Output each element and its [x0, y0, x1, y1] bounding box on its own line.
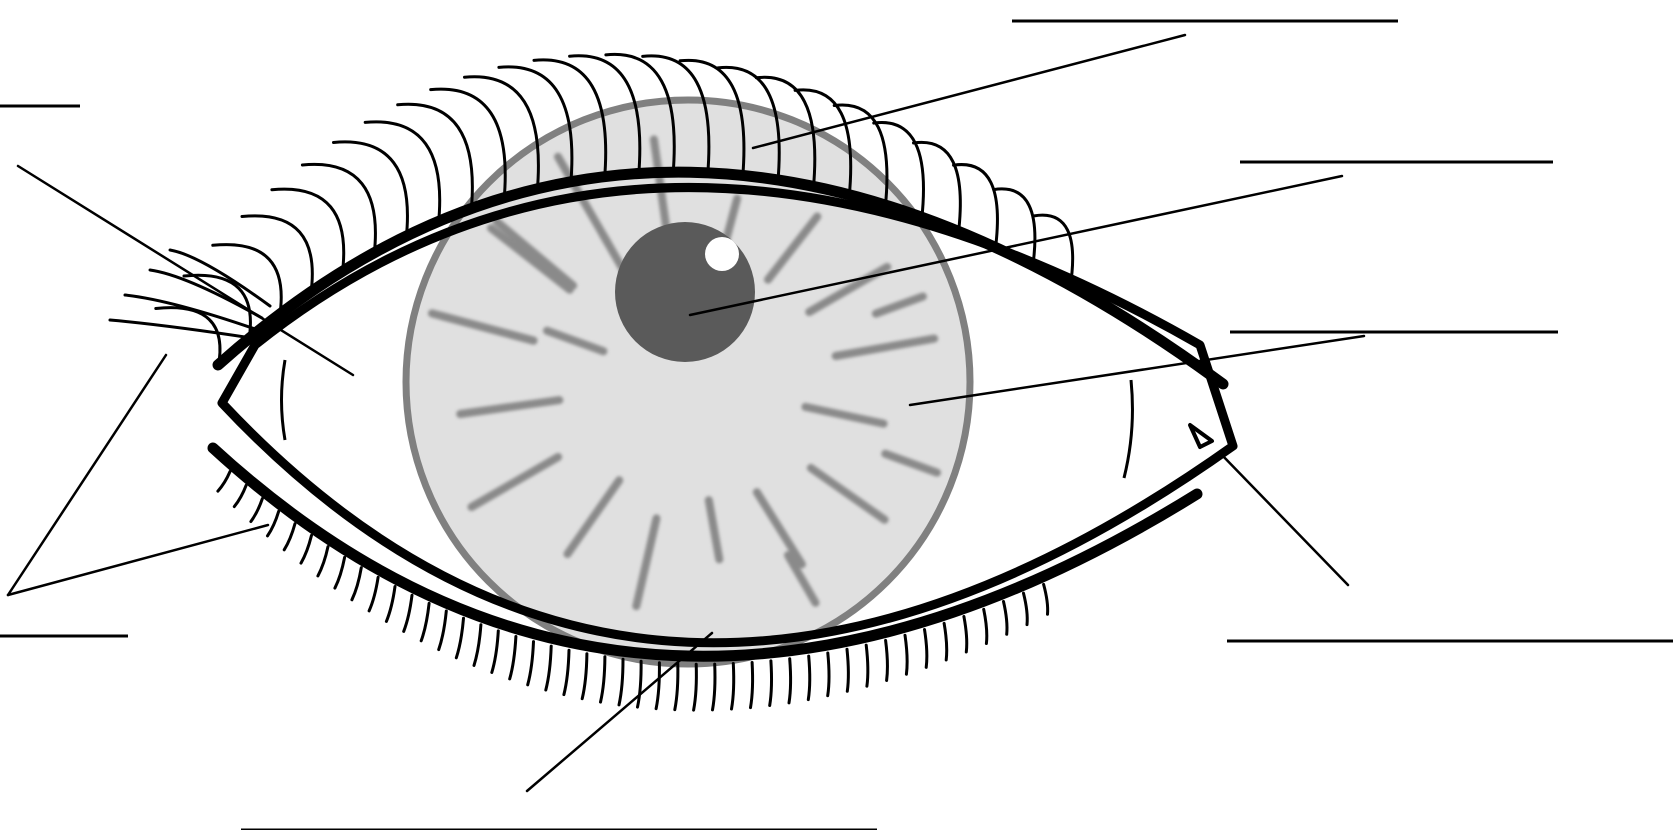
lower-eyelash	[866, 645, 868, 686]
lower-eyelash	[789, 659, 791, 703]
pupil-highlight-icon	[705, 237, 739, 271]
lower-eyelash	[847, 649, 848, 691]
lower-eyelash	[828, 653, 829, 696]
lower-eyelash	[886, 640, 888, 680]
lower-eyelash	[808, 656, 809, 700]
